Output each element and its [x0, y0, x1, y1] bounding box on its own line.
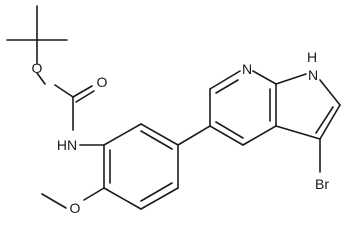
structure-drawing: O O HN O N H N Br — [6, 5, 341, 216]
benzene-ring — [103, 123, 179, 210]
tert-butyl-group — [6, 5, 68, 64]
carbamate-nh-label: HN — [57, 137, 77, 153]
methoxy-group — [41, 187, 105, 209]
bromine-label: Br — [315, 176, 329, 192]
pyridine-nitrogen-label: N — [242, 61, 252, 77]
pyridine-ring — [209, 70, 277, 146]
biaryl-bond — [177, 125, 211, 146]
carbamate-group — [36, 72, 95, 131]
ester-oxygen-label: O — [32, 60, 43, 76]
pyrrole-nitrogen-label: N — [308, 67, 318, 83]
chemical-structure: O O HN O N H N Br — [6, 5, 341, 216]
pyrrole-ring — [275, 73, 341, 140]
pyrrole-hydrogen-label: H — [307, 49, 317, 65]
methoxy-oxygen-label: O — [70, 200, 81, 216]
carbonyl-oxygen-label: O — [97, 74, 108, 90]
